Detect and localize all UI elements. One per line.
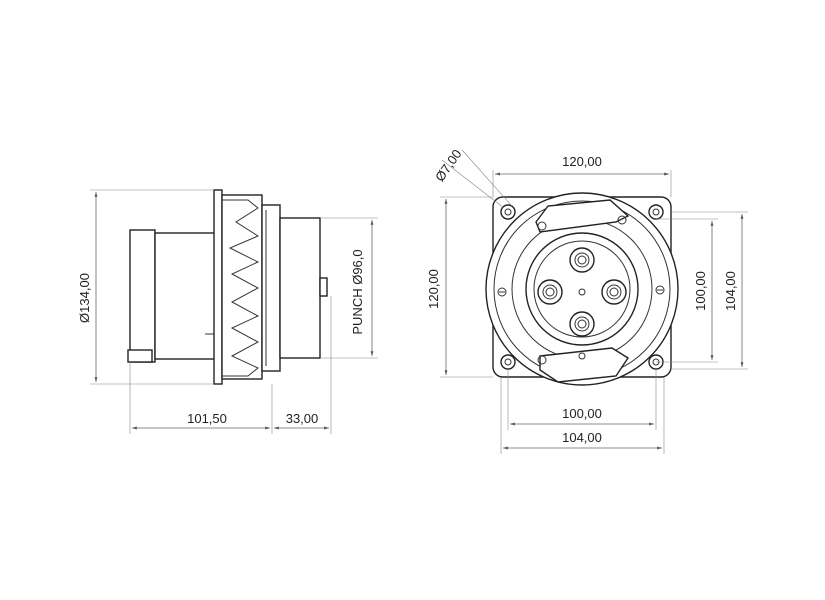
side-front-ring	[261, 204, 281, 372]
side-main-body	[154, 232, 216, 360]
socket-pins	[537, 247, 627, 337]
dim-front-outer-height: 104,00	[723, 271, 738, 311]
side-view: Ø134,00 PUNCH Ø96,0 101,50 33,00	[77, 189, 378, 434]
front-view: 120,00 Ø7,00 120,00 100,00 104,00 100,00…	[426, 147, 748, 454]
side-rear-cap	[127, 349, 153, 363]
dim-front-width-top: 120,00	[562, 154, 602, 169]
side-pin	[319, 277, 328, 297]
dim-side-height: Ø134,00	[77, 273, 92, 323]
screw-left	[497, 287, 507, 297]
dim-front-inner-height: 100,00	[693, 271, 708, 311]
side-front-body	[279, 217, 321, 359]
dim-front-height-left: 120,00	[426, 269, 441, 309]
screw-right	[655, 285, 665, 295]
dim-punch: PUNCH Ø96,0	[350, 249, 365, 334]
dim-front-inner-width: 100,00	[562, 406, 602, 421]
side-rear-body	[129, 229, 156, 363]
dim-front-outer-width: 104,00	[562, 430, 602, 445]
side-ribs	[222, 199, 260, 377]
side-flange	[213, 189, 223, 385]
front-latch-bottom	[539, 347, 629, 383]
dim-side-depth-body: 101,50	[187, 411, 227, 426]
dim-side-depth-front: 33,00	[286, 411, 319, 426]
front-latch-top	[535, 199, 630, 233]
dim-hole-diameter: Ø7,00	[432, 147, 465, 185]
